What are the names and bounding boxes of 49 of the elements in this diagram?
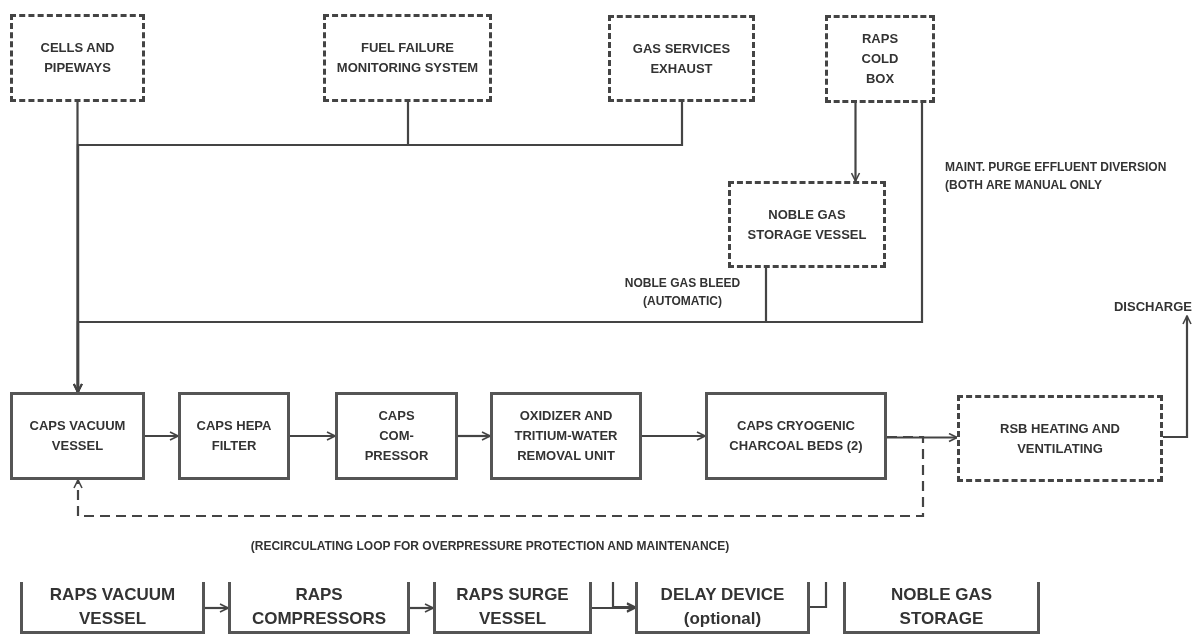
process-box — [10, 392, 145, 480]
dashed-process-box — [957, 395, 1163, 482]
dashed-process-box — [323, 14, 492, 102]
box-text: RAPS COMPRESSORS — [250, 583, 388, 630]
box-text: CAPS COM- PRESSOR — [364, 407, 429, 465]
process-box — [20, 582, 205, 634]
box-text: RSB HEATING AND VENTILATING — [1000, 419, 1120, 458]
note-text: (RECIRCULATING LOOP FOR OVERPRESSURE PROTECTION AND MAINTENANCE) — [249, 538, 731, 554]
box-text: CAPS CRYOGENIC CHARCOAL BEDS (2) — [728, 417, 864, 455]
arrow — [592, 603, 636, 613]
process-box — [705, 392, 887, 480]
process-box — [490, 392, 642, 480]
dashed-process-box — [728, 181, 886, 268]
dashed-arrow — [73, 435, 925, 518]
box-text: CELLS AND PIPEWAYS — [39, 39, 116, 77]
box-text: NOBLE GAS STORAGE VESSEL — [746, 205, 868, 244]
arrow — [642, 431, 706, 441]
box-text: DISCHARGE — [1114, 298, 1192, 316]
arrow — [458, 431, 491, 441]
box-text: NOBLE GAS STORAGE — [889, 583, 994, 630]
box-text: CAPS HEPA FILTER — [195, 417, 273, 455]
arrow — [72, 102, 83, 393]
box-text: FUEL FAILURE MONITORING SYSTEM — [335, 39, 480, 77]
dashed-process-box — [608, 15, 755, 102]
dashed-process-box — [10, 14, 145, 102]
process-box — [843, 582, 1040, 634]
box-text: GAS SERVICES EXHAUST — [631, 39, 732, 78]
box-text: CAPS VACUUM VESSEL — [28, 417, 127, 455]
arrow — [850, 103, 861, 182]
dashed-process-box — [825, 15, 935, 103]
arrow — [810, 582, 828, 609]
arrow — [611, 582, 636, 612]
process-box — [228, 582, 410, 634]
arrow — [887, 432, 958, 443]
process-box — [178, 392, 290, 480]
arrow — [73, 103, 924, 393]
process-box — [335, 392, 458, 480]
arrow — [1163, 315, 1192, 439]
arrow — [145, 431, 179, 441]
arrow — [205, 603, 229, 613]
box-text: RAPS VACUUM VESSEL — [48, 583, 177, 630]
box-text: OXIDIZER AND TRITIUM-WATER REMOVAL UNIT — [513, 407, 619, 465]
box-text: DELAY DEVICE (optional) — [659, 583, 786, 630]
arrow — [410, 603, 434, 613]
process-box — [635, 582, 810, 634]
box-text: RAPS SURGE VESSEL — [455, 583, 570, 630]
process-box — [433, 582, 592, 634]
box-text: RAPS COLD BOX — [860, 30, 900, 88]
arrow — [290, 431, 336, 441]
